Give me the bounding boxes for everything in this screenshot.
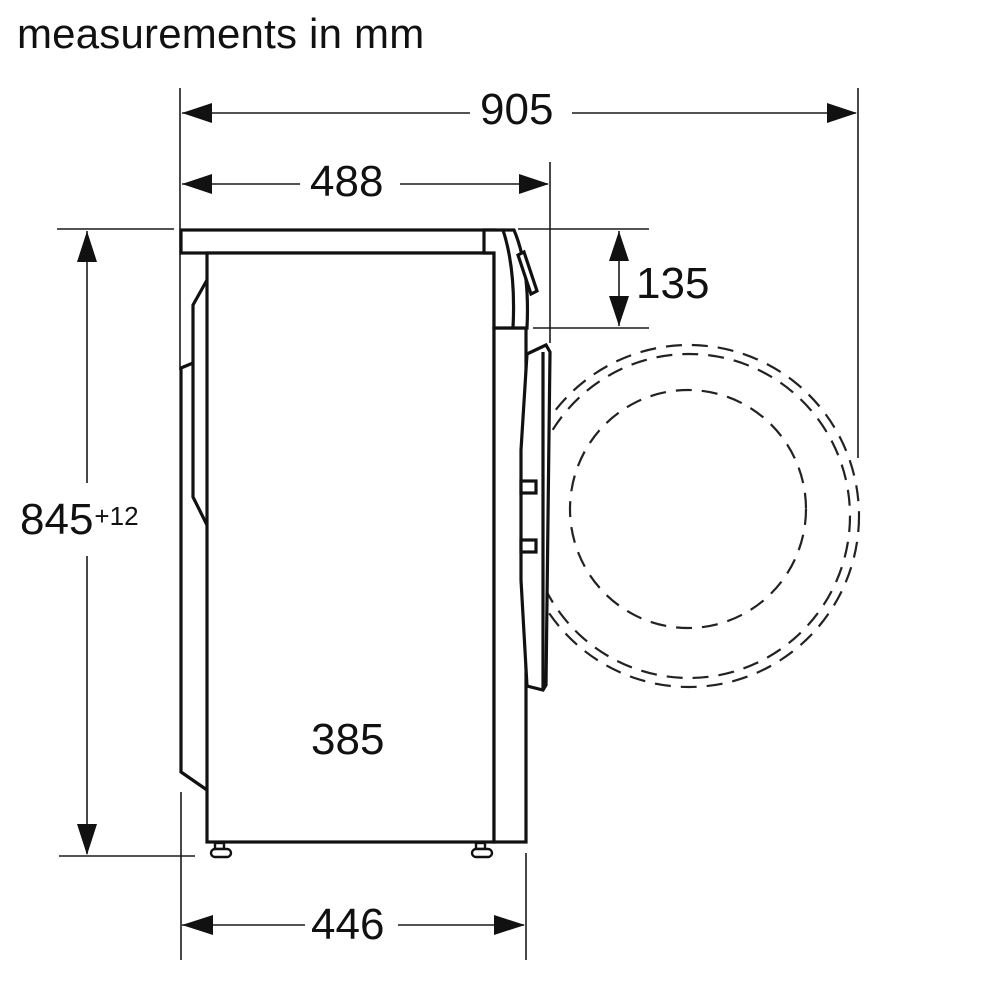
rear-panel-lower xyxy=(179,374,208,792)
foot-rear xyxy=(209,841,233,859)
dimension-value-385: 385 xyxy=(311,715,385,764)
door-swing-arcs xyxy=(517,343,861,689)
door-hinge-lower xyxy=(519,538,538,554)
dimension-845 xyxy=(77,231,97,855)
arrow-left-icon xyxy=(182,174,212,194)
extension-lines xyxy=(57,88,859,960)
control-panel-inner-curve xyxy=(501,229,516,329)
dimension-label-845: 845+12 xyxy=(20,498,139,542)
door xyxy=(519,342,552,692)
dimension-label-135: 135 xyxy=(630,262,715,306)
dimension-value-905: 905 xyxy=(480,85,554,134)
rear-panel-notch xyxy=(179,361,194,374)
control-knob xyxy=(516,249,539,297)
arrow-down-icon xyxy=(77,824,97,855)
arrow-down-icon xyxy=(609,296,629,326)
worktop xyxy=(179,228,496,255)
dimension-label-905: 905 xyxy=(474,85,560,134)
arrow-right-icon xyxy=(494,915,525,935)
dimension-905 xyxy=(182,103,857,123)
arrow-right-icon xyxy=(827,103,857,123)
dimension-value-845: 845 xyxy=(20,495,94,544)
door-porthole-arc xyxy=(568,388,808,630)
page-title: measurements in mm xyxy=(17,10,425,57)
dimension-value-135: 135 xyxy=(636,259,710,308)
dimension-label-385: 385 xyxy=(305,715,391,764)
dimension-label-446: 446 xyxy=(305,900,391,949)
dimension-446 xyxy=(182,915,525,935)
arrow-up-icon xyxy=(77,231,97,262)
dimension-value-488: 488 xyxy=(310,157,384,206)
dimension-label-488: 488 xyxy=(304,157,390,206)
foot-front xyxy=(470,841,494,859)
arrow-left-icon xyxy=(182,915,213,935)
door-hinge-upper xyxy=(519,479,538,495)
arrow-right-icon xyxy=(519,174,549,194)
rear-panel-upper xyxy=(191,279,209,526)
door-swing-middle-arc xyxy=(526,352,852,680)
dimension-tolerance-845: +12 xyxy=(94,501,139,531)
dimension-135 xyxy=(609,231,629,326)
dimension-488 xyxy=(182,174,549,194)
arrow-left-icon xyxy=(182,103,212,123)
dimension-value-446: 446 xyxy=(311,900,385,949)
arrow-up-icon xyxy=(609,231,629,261)
